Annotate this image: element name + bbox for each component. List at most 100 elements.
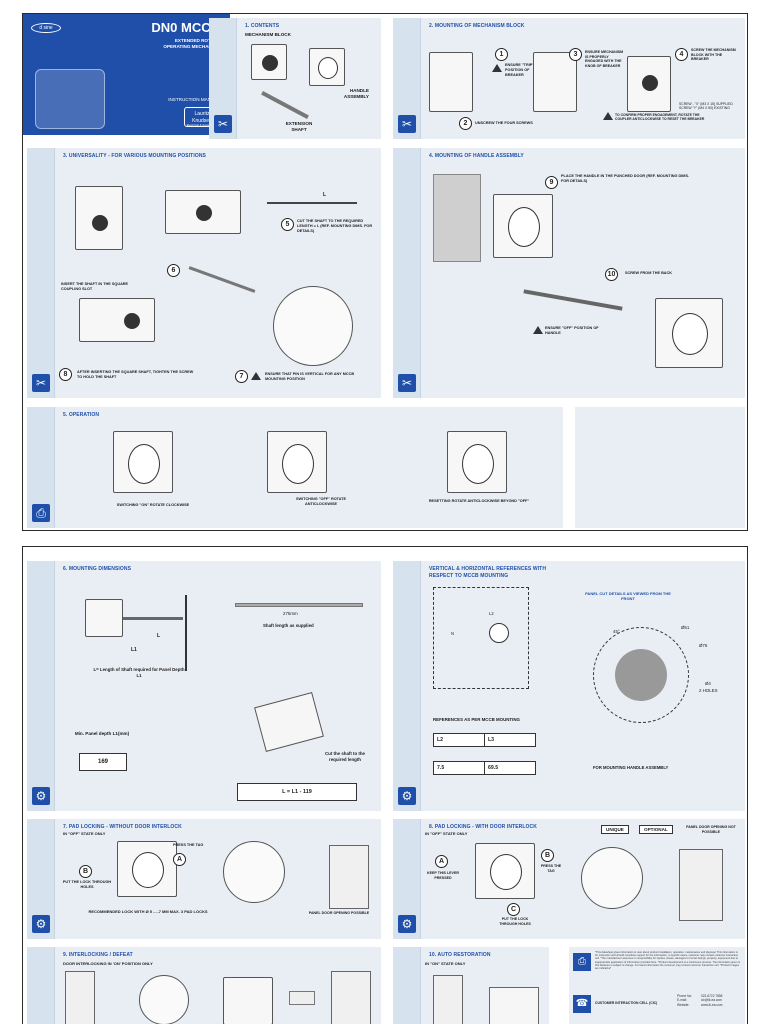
panel-door-image	[329, 845, 369, 909]
gear-icon: ⚙	[398, 915, 416, 933]
universality-panel: ✂ 3. UNIVERSALITY - FOR VARIOUS MOUNTING…	[27, 148, 381, 398]
instruction-sheet-page-1: d sine DN0 MCCB EXTENDED ROTARY OPERATIN…	[22, 13, 748, 531]
mccb-side-view	[85, 599, 123, 637]
gear-icon: ⚙	[32, 915, 50, 933]
extension-shaft-label: EXTENSION SHAFT	[285, 121, 313, 132]
handle-image	[493, 194, 553, 258]
handle-back-image	[655, 298, 723, 368]
screwdriver-image	[523, 289, 623, 311]
panel-strip: ⚙	[393, 819, 421, 939]
step-5-badge: 5	[281, 218, 294, 231]
door-panel-image	[433, 174, 481, 262]
step-10-text: SCREW FROM THE BACK	[625, 271, 673, 275]
shaft-insert-image	[188, 266, 256, 293]
cover-panel: d sine DN0 MCCB EXTENDED ROTARY OPERATIN…	[23, 14, 230, 135]
formula-box: L = L1 - 119	[237, 783, 357, 801]
knob-outline	[489, 623, 509, 643]
logo-line-2: Knudsen	[192, 117, 212, 124]
dia-76: Ø76	[699, 643, 708, 648]
interlocking-panel: 9. INTERLOCKING / DEFEAT DOOR INTERLOCKI…	[27, 947, 381, 1024]
contact-values: 022-6722 7858 cic@lk-ea.com www.lk-ea.co…	[701, 994, 722, 1007]
blank-panel	[575, 407, 745, 528]
warning-icon	[533, 326, 543, 334]
door-line	[185, 595, 187, 671]
ref-value-l2: 7.5	[433, 761, 485, 775]
door-open-possible: PANEL DOOR OPENING POSSIBLE	[308, 911, 370, 915]
website-label: Website:	[677, 1002, 690, 1007]
switch-on-text: SWITCHING "ON" ROTATE CLOCKWISE	[116, 503, 190, 507]
universality-title: 3. UNIVERSALITY - FOR VARIOUS MOUNTING P…	[63, 153, 206, 159]
mechanism-block-label: MECHANISM BLOCK	[245, 32, 291, 37]
references-panel: ⚙ VERTICAL & HORIZONTAL REFERENCES WITH …	[393, 561, 745, 811]
step-a-badge: A	[173, 853, 186, 866]
interlocking-title: 9. INTERLOCKING / DEFEAT	[63, 952, 133, 958]
off-position-text: ENSURE "OFF" POSITION OF HANDLE	[545, 326, 599, 335]
step-a-text: PRESS THE TAG	[173, 843, 204, 847]
pad-lock-no-door-panel: ⚙ 7. PAD LOCKING - WITHOUT DOOR INTERLOC…	[27, 819, 381, 939]
step-7-text: ENSURE THAT PIN IS VERTICAL FOR ANY MCCB…	[265, 372, 355, 381]
panel-strip: ✂	[209, 18, 237, 139]
step-8-text: AFTER INSERTING THE SQUARE SHAFT, TIGHTE…	[77, 370, 194, 379]
interlock-door-image	[65, 971, 95, 1024]
operation-panel: ⎙ 5. OPERATION SWITCHING "ON" ROTATE CLO…	[27, 407, 563, 528]
insert-shaft-text: INSERT THE SHAFT IN THE SQUARE COUPLING …	[61, 282, 129, 291]
step-b-badge: B	[79, 865, 92, 878]
ref-value-l3: 69.5	[484, 761, 536, 775]
references-title: VERTICAL & HORIZONTAL REFERENCES WITH RE…	[429, 566, 547, 579]
handle-assembly-label: HANDLE ASSEMBLY	[343, 88, 369, 99]
interlock-detail-image	[139, 975, 189, 1024]
breaker-image-1	[429, 52, 473, 112]
interlock-door-open-image	[331, 971, 371, 1024]
instruction-sheet-page-2: ⚙ 6. MOUNTING DIMENSIONS L L1 L= Length …	[22, 546, 748, 1024]
step-4-badge: 4	[675, 48, 688, 61]
dim-l1: L1	[131, 647, 137, 653]
auto-restoration-panel: 10. AUTO RESTORATION IN "ON" STATE ONLY	[393, 947, 549, 1024]
panel-strip: ✂	[393, 148, 421, 398]
shaft-length: 275mm	[283, 611, 298, 616]
step-a-badge: A	[435, 855, 448, 868]
step-7-badge: 7	[235, 370, 248, 383]
mounting-block-title: 2. MOUNTING OF MECHANISM BLOCK	[429, 23, 525, 29]
email-label: E-mail:	[677, 998, 687, 1003]
length-l-label: L	[323, 192, 327, 198]
panel-strip: ⎙	[27, 407, 55, 528]
brand-logo: d sine	[31, 23, 61, 33]
step-9-text: PLACE THE HANDLE IN THE PUNCHED DOOR (RE…	[561, 174, 690, 183]
dia-51: Ø51	[681, 625, 690, 630]
panel-strip	[27, 947, 55, 1024]
handle-assembly-title: 4. MOUNTING OF HANDLE ASSEMBLY	[429, 153, 524, 159]
references-per-mccb: REFERENCES AS PER MCCB MOUNTING	[433, 717, 520, 722]
contents-title: 1. CONTENTS	[245, 23, 280, 29]
optional-tag: OPTIONAL	[639, 825, 673, 834]
restoration-handle-image	[489, 987, 539, 1024]
door-open-not-possible: PANEL DOOR OPENING NOT POSSIBLE	[686, 825, 736, 834]
restoration-door-image	[433, 975, 463, 1024]
panel-cut-title: PANEL CUT DETAILS AS VIEWED FROM THE FRO…	[585, 591, 671, 602]
step-9-badge: 9	[545, 176, 558, 189]
pin-detail-image	[273, 286, 353, 366]
step-2-badge: 2	[459, 117, 472, 130]
step-c-badge: C	[507, 903, 520, 916]
website-value[interactable]: www.lk-ea.com	[701, 1002, 723, 1007]
handle-assembly-panel: ✂ 4. MOUNTING OF HANDLE ASSEMBLY 9 PLACE…	[393, 148, 745, 398]
on-state-only: IN "ON" STATE ONLY	[425, 961, 466, 966]
pad-lock-door-image	[475, 843, 535, 899]
email-value[interactable]: cic@lk-ea.com	[701, 998, 722, 1003]
ref-header-l2: L2	[433, 733, 485, 747]
off-state-only: IN "OFF" STATE ONLY	[63, 831, 106, 836]
step-2-text: UNSCREW THE FOUR SCREWS	[475, 121, 533, 125]
panel-strip: ✂	[393, 18, 421, 139]
panel-strip: ⚙	[27, 819, 55, 939]
contents-panel: ✂ 1. CONTENTS MECHANISM BLOCK HANDLE ASS…	[209, 18, 381, 139]
step-1-text: ENSURE "TRIP" POSITION OF BREAKER	[505, 63, 535, 77]
mccb-horizontal-image	[165, 190, 241, 234]
min-depth-label: Min. Panel depth L1(mm)	[74, 731, 130, 736]
holes-label: 2 HOLES	[699, 688, 718, 693]
recommended-lock: RECOMMENDED LOCK WITH Ø 5 .....7 mm MAX.…	[88, 909, 208, 914]
pad-lock-door-title: 8. PAD LOCKING - WITH DOOR INTERLOCK	[429, 824, 537, 830]
instruction-manual-label: INSTRUCTION MANUAL	[168, 97, 220, 102]
contact-labels: Phone No: E-mail: Website:	[677, 994, 692, 1007]
dimensions-panel: ⚙ 6. MOUNTING DIMENSIONS L L1 L= Length …	[27, 561, 381, 811]
product-image	[35, 69, 105, 129]
